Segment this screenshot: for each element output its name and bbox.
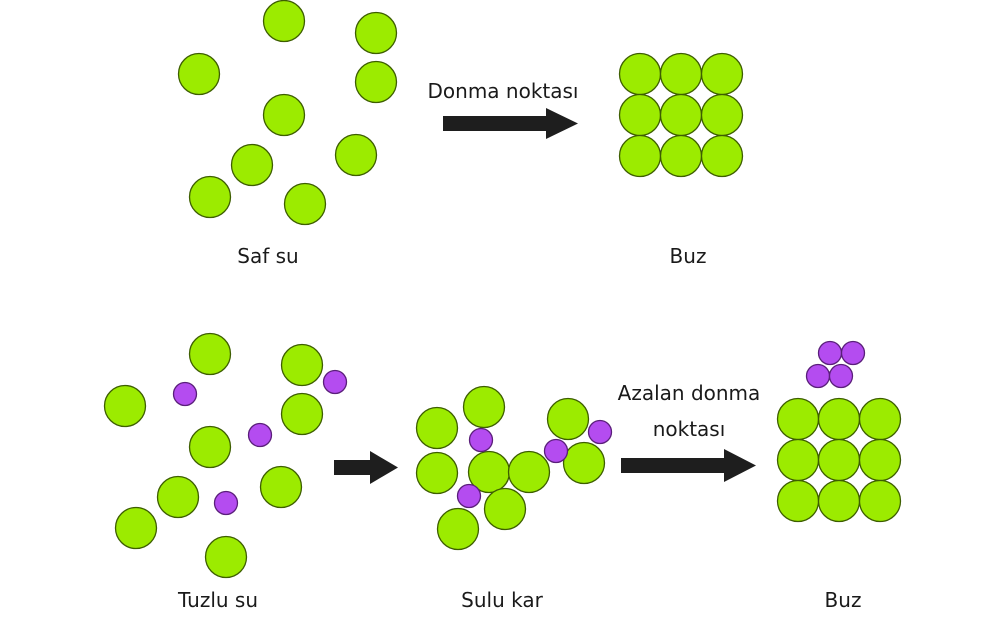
salt-particle <box>840 340 866 366</box>
salt-particle <box>247 422 273 448</box>
water-molecule <box>280 392 324 436</box>
water-molecule <box>259 465 303 509</box>
water-molecule <box>858 438 902 482</box>
salt-particle <box>456 483 482 509</box>
mixing-arrow <box>334 451 398 484</box>
water-molecule <box>188 332 232 376</box>
water-molecule <box>354 60 398 104</box>
ice-label-top: Buz <box>670 244 707 268</box>
water-molecule <box>354 11 398 55</box>
water-molecule <box>334 133 378 177</box>
lower-freezing-arrow <box>621 449 756 482</box>
salt-particles-layer <box>172 340 866 516</box>
salt-particle <box>817 340 843 366</box>
water-molecule <box>204 535 248 579</box>
salt-particle <box>322 369 348 395</box>
water-molecule <box>817 397 861 441</box>
water-molecule <box>156 475 200 519</box>
water-molecule <box>546 397 590 441</box>
salt-particle <box>828 363 854 389</box>
water-molecule <box>483 487 527 531</box>
water-molecule <box>262 93 306 137</box>
water-molecule <box>230 143 274 187</box>
water-molecule <box>776 479 820 523</box>
salt-particle <box>213 490 239 516</box>
water-molecule <box>188 175 232 219</box>
water-molecule <box>415 406 459 450</box>
water-molecule <box>103 384 147 428</box>
water-molecule <box>817 479 861 523</box>
freezing-point-label: Donma noktası <box>428 79 579 103</box>
water-molecule <box>618 134 662 178</box>
water-molecule <box>700 52 744 96</box>
pure-water-label: Saf su <box>237 244 298 268</box>
salt-water-label: Tuzlu su <box>177 588 258 612</box>
water-molecule <box>262 0 306 43</box>
salt-particle <box>587 419 613 445</box>
water-molecule <box>280 343 324 387</box>
water-molecule <box>283 182 327 226</box>
water-molecule <box>562 441 606 485</box>
water-molecule <box>618 93 662 137</box>
water-molecule <box>618 52 662 96</box>
water-molecule <box>858 397 902 441</box>
water-molecule <box>507 450 551 494</box>
water-molecule <box>188 425 232 469</box>
water-molecules-layer <box>103 0 902 579</box>
water-molecule <box>659 93 703 137</box>
water-molecule <box>659 52 703 96</box>
water-molecule <box>415 451 459 495</box>
salt-particle <box>543 438 569 464</box>
salt-particle <box>805 363 831 389</box>
water-molecule <box>776 438 820 482</box>
water-molecule <box>177 52 221 96</box>
water-molecule <box>436 507 480 551</box>
water-molecule <box>700 134 744 178</box>
salt-particle <box>172 381 198 407</box>
water-molecule <box>462 385 506 429</box>
slush-label: Sulu kar <box>461 588 543 612</box>
water-molecule <box>817 438 861 482</box>
lower-freezing-label-line2: noktası <box>653 417 726 441</box>
water-molecule <box>114 506 158 550</box>
lower-freezing-label-line1: Azalan donma <box>618 381 761 405</box>
water-molecule <box>858 479 902 523</box>
water-molecule <box>776 397 820 441</box>
freezing-arrow <box>443 108 578 139</box>
water-molecule <box>659 134 703 178</box>
ice-label-bottom: Buz <box>825 588 862 612</box>
salt-particle <box>468 427 494 453</box>
water-molecule <box>700 93 744 137</box>
